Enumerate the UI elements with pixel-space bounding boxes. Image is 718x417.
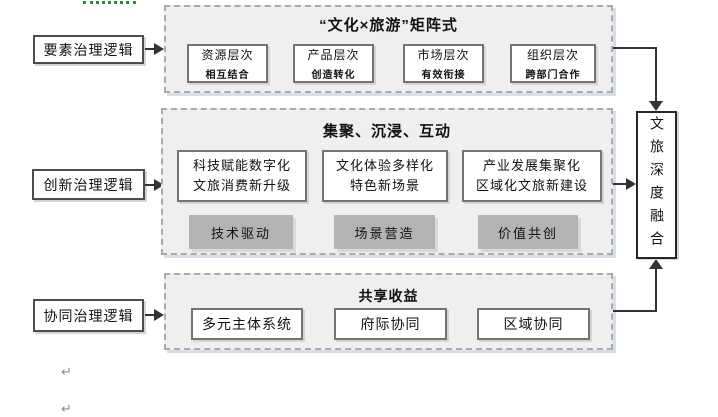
arrow-line-factor (145, 48, 154, 50)
box-product-level-line2: 创造转化 (311, 70, 356, 81)
arrowhead-right-icon (626, 178, 636, 190)
left-box-innovation-governance: 创新治理逻辑 (32, 169, 145, 200)
result-box-label: 文旅深度融合 (649, 116, 665, 254)
box-multi-subject-system: 多元主体系统 (191, 308, 303, 340)
arrowhead-right-icon (154, 179, 164, 191)
tag-tech-driven: 技术驱动 (189, 215, 293, 249)
paragraph-mark: ↵ (61, 364, 72, 379)
box-resource-level-line1: 资源层次 (201, 48, 254, 62)
box-industry-cluster: 产业发展集聚化 区域化文旅新建设 (462, 150, 602, 202)
connector-bottom-horizontal (613, 310, 657, 312)
container-matrix-title: “文化×旅游”矩阵式 (319, 17, 458, 34)
box-organization-level-line2: 跨部门合作 (525, 70, 581, 81)
box-culture-experience: 文化体验多样化 特色新场景 (322, 150, 448, 202)
left-box-factor-governance: 要素治理逻辑 (33, 35, 144, 64)
box-industry-cluster-line2: 区域化文旅新建设 (475, 178, 588, 193)
arrow-line-innovation (145, 184, 154, 186)
box-resource-level: 资源层次 相互结合 (187, 44, 268, 83)
proofing-underline (83, 1, 136, 4)
container-gather-immerse-interact: 集聚、沉浸、互动 科技赋能数字化 文旅消费新升级 文化体验多样化 特色新场景 产… (161, 108, 613, 255)
tag-scene-building-label: 场景营造 (354, 225, 415, 241)
box-intergovernmental-synergy: 府际协同 (334, 308, 447, 340)
box-product-level-line1: 产品层次 (307, 48, 360, 62)
connector-bottom-vertical (655, 268, 657, 312)
arrowhead-right-icon (154, 309, 164, 321)
connector-middle-line (613, 183, 627, 185)
box-organization-level: 组织层次 跨部门合作 (510, 44, 596, 83)
arrowhead-up-icon (649, 259, 663, 269)
box-culture-experience-line2: 特色新场景 (349, 178, 420, 193)
tag-tech-driven-label: 技术驱动 (210, 225, 271, 241)
box-tech-empower-line1: 科技赋能数字化 (192, 158, 291, 173)
container-gather-title: 集聚、沉浸、互动 (322, 123, 451, 140)
arrowhead-right-icon (154, 43, 164, 55)
box-multi-subject-system-label: 多元主体系统 (202, 316, 292, 332)
result-box: 文旅深度融合 (636, 111, 677, 259)
box-intergovernmental-synergy-label: 府际协同 (360, 316, 421, 332)
box-tech-empower-line2: 文旅消费新升级 (192, 178, 291, 193)
box-product-level: 产品层次 创造转化 (293, 44, 374, 83)
left-box-collaborative-governance-label: 协同治理逻辑 (43, 307, 134, 324)
box-organization-level-line1: 组织层次 (526, 48, 579, 62)
container-shared-benefits: 共享收益 多元主体系统 府际协同 区域协同 (164, 273, 613, 350)
box-regional-synergy: 区域协同 (477, 308, 590, 340)
tag-value-cocreation-label: 价值共创 (497, 225, 558, 241)
left-box-factor-governance-label: 要素治理逻辑 (43, 41, 134, 58)
left-box-innovation-governance-label: 创新治理逻辑 (43, 176, 134, 193)
left-box-collaborative-governance: 协同治理逻辑 (33, 299, 144, 332)
container-matrix: “文化×旅游”矩阵式 资源层次 相互结合 产品层次 创造转化 市场层次 有效衔接… (164, 5, 613, 93)
box-market-level-line1: 市场层次 (417, 48, 470, 62)
connector-top-horizontal (613, 47, 657, 49)
arrow-line-collaborative (145, 314, 154, 316)
box-market-level: 市场层次 有效衔接 (403, 44, 484, 83)
box-industry-cluster-line1: 产业发展集聚化 (482, 158, 581, 173)
connector-top-vertical (655, 47, 657, 101)
arrowhead-down-icon (649, 101, 663, 111)
box-market-level-line2: 有效衔接 (421, 70, 466, 81)
box-tech-empower: 科技赋能数字化 文旅消费新升级 (177, 150, 307, 202)
box-culture-experience-line1: 文化体验多样化 (335, 158, 434, 173)
container-shared-title: 共享收益 (358, 288, 419, 304)
paragraph-mark: ↵ (61, 401, 72, 416)
tag-value-cocreation: 价值共创 (478, 215, 578, 249)
box-regional-synergy-label: 区域协同 (503, 316, 564, 332)
tag-scene-building: 场景营造 (334, 215, 435, 249)
box-resource-level-line2: 相互结合 (205, 70, 250, 81)
